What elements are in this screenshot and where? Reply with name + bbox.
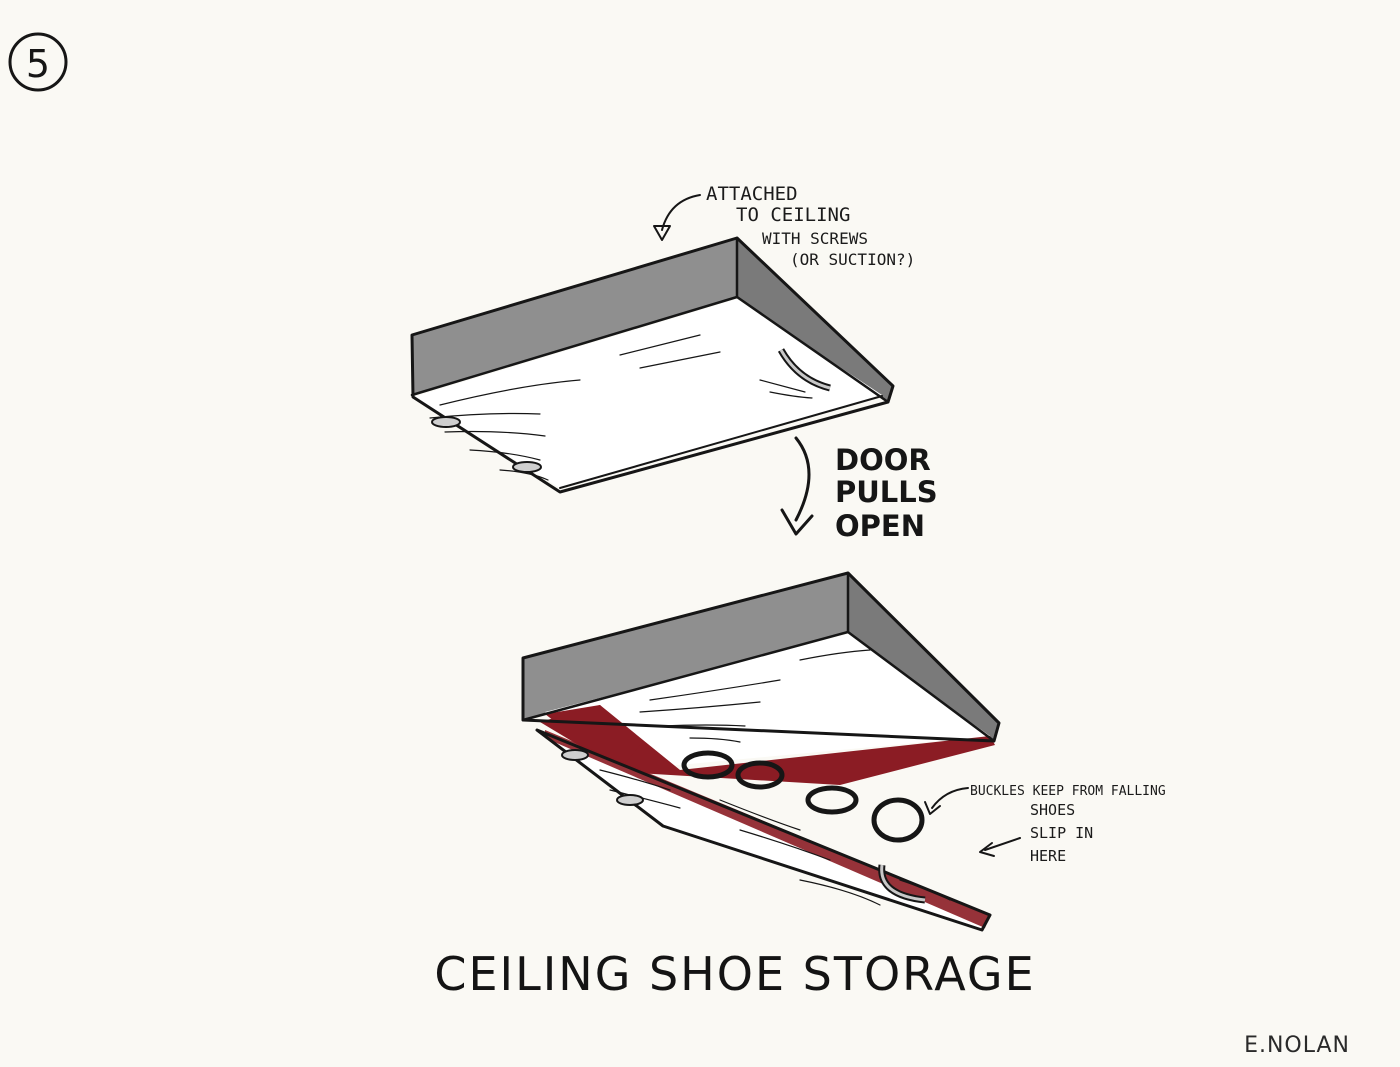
note-shoes: SHOES SLIP IN HERE: [979, 801, 1093, 865]
svg-text:SHOES: SHOES: [1030, 801, 1075, 819]
svg-text:(OR SUCTION?): (OR SUCTION?): [790, 250, 915, 269]
hinge-icon: [431, 416, 461, 428]
svg-text:PULLS: PULLS: [835, 475, 938, 509]
note-buckles: BUCKLES KEEP FROM FALLING: [924, 784, 1166, 815]
svg-text:HERE: HERE: [1030, 847, 1066, 865]
curved-arrow-icon: [794, 436, 811, 522]
buckle-icon: [735, 760, 785, 790]
svg-text:DOOR: DOOR: [835, 443, 931, 477]
hinge-icon: [512, 461, 542, 473]
svg-text:BUCKLES KEEP FROM FALLING: BUCKLES KEEP FROM FALLING: [970, 784, 1166, 799]
step-number-badge: 5: [8, 32, 68, 92]
note-attached: ATTACHED TO CEILING WITH SCREWS (OR SUCT…: [653, 183, 915, 269]
svg-text:WITH SCREWS: WITH SCREWS: [762, 229, 868, 248]
hinge-icon: [561, 749, 589, 761]
svg-text:ATTACHED: ATTACHED: [706, 183, 798, 205]
hinge-icon: [616, 794, 644, 806]
step-number: 5: [26, 42, 50, 86]
buckle-icon: [805, 785, 859, 815]
buckle-loops: [681, 750, 925, 843]
closed-storage-box: [410, 236, 895, 494]
open-storage-box: [521, 571, 1001, 932]
note-door-pulls-open: DOOR PULLS OPEN: [780, 436, 938, 543]
svg-text:TO CEILING: TO CEILING: [736, 204, 850, 226]
svg-text:OPEN: OPEN: [835, 509, 925, 543]
buckle-icon: [871, 797, 925, 843]
svg-text:SLIP IN: SLIP IN: [1030, 824, 1093, 842]
diagram-title: CEILING SHOE STORAGE: [434, 947, 1035, 1001]
buckle-icon: [681, 750, 735, 780]
signature: E.NOLAN: [1244, 1033, 1350, 1058]
